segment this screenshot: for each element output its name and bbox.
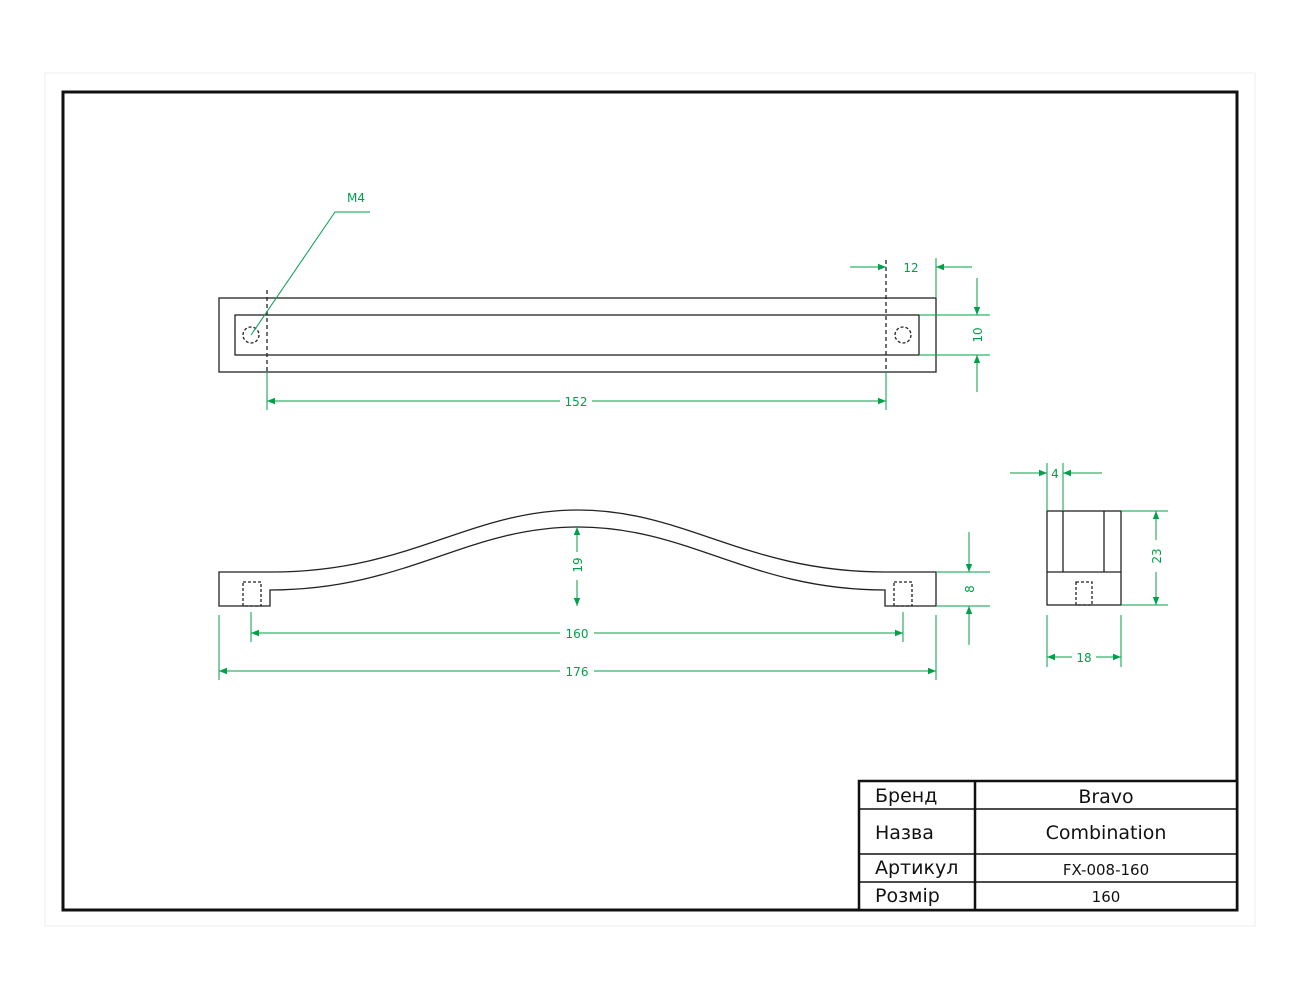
dim-side-foot-height: 8 [936, 532, 990, 645]
end-view [1046, 510, 1122, 606]
dim-top-end-offset: 12 [850, 258, 972, 298]
dim-end-wall: 4 [1010, 463, 1102, 511]
dim-label-4: 4 [1051, 467, 1059, 481]
dim-side-arch-height: 19 [571, 527, 585, 606]
dim-label-18: 18 [1076, 651, 1091, 665]
title-block-size-value: 160 [1092, 888, 1121, 906]
dim-top-hole-spacing: 152 [266, 372, 887, 410]
side-view [218, 509, 937, 607]
dim-top-slot-width: 10 [919, 278, 990, 392]
callout-thread-label: M4 [347, 191, 365, 205]
handle-side-profile [218, 509, 937, 607]
dim-label-10: 10 [971, 327, 985, 342]
drawing-frame [61, 90, 1239, 912]
title-block-brand-value: Bravo [1078, 786, 1133, 808]
dim-label-12: 12 [903, 261, 918, 275]
dim-side-overall-length: 176 [218, 615, 937, 680]
dim-label-152: 152 [565, 395, 588, 409]
end-view-thread-hole [1075, 581, 1093, 606]
dim-label-160: 160 [566, 627, 589, 641]
top-view-outline [218, 297, 937, 373]
thread-callout: M4 [250, 191, 370, 336]
dim-label-23: 23 [1150, 548, 1164, 563]
dim-end-width: 18 [1046, 615, 1122, 667]
thread-hole-right [893, 581, 913, 607]
top-view-inner-slot [234, 314, 920, 356]
title-block-size-label: Розмір [875, 885, 940, 907]
title-block-article-value: FX-008-160 [1063, 861, 1149, 879]
dim-label-8: 8 [963, 585, 977, 593]
thread-hole-left [242, 581, 262, 607]
dim-side-hole-spacing: 160 [250, 612, 904, 642]
title-block-brand-label: Бренд [875, 785, 937, 807]
mounting-hole-left [242, 326, 260, 344]
top-view [218, 260, 937, 373]
title-block-article-label: Артикул [875, 857, 958, 879]
dim-label-176: 176 [566, 665, 589, 679]
dim-end-height: 23 [1121, 510, 1168, 606]
title-block: Бренд Bravo Назва Combination Артикул FX… [857, 779, 1239, 912]
title-block-name-value: Combination [1046, 822, 1167, 844]
paper-edge [44, 72, 1256, 927]
mounting-hole-right [894, 326, 912, 344]
dim-label-19: 19 [571, 557, 585, 572]
callout-leader [250, 211, 370, 336]
end-view-outline [1046, 510, 1122, 606]
title-block-name-label: Назва [875, 822, 934, 844]
